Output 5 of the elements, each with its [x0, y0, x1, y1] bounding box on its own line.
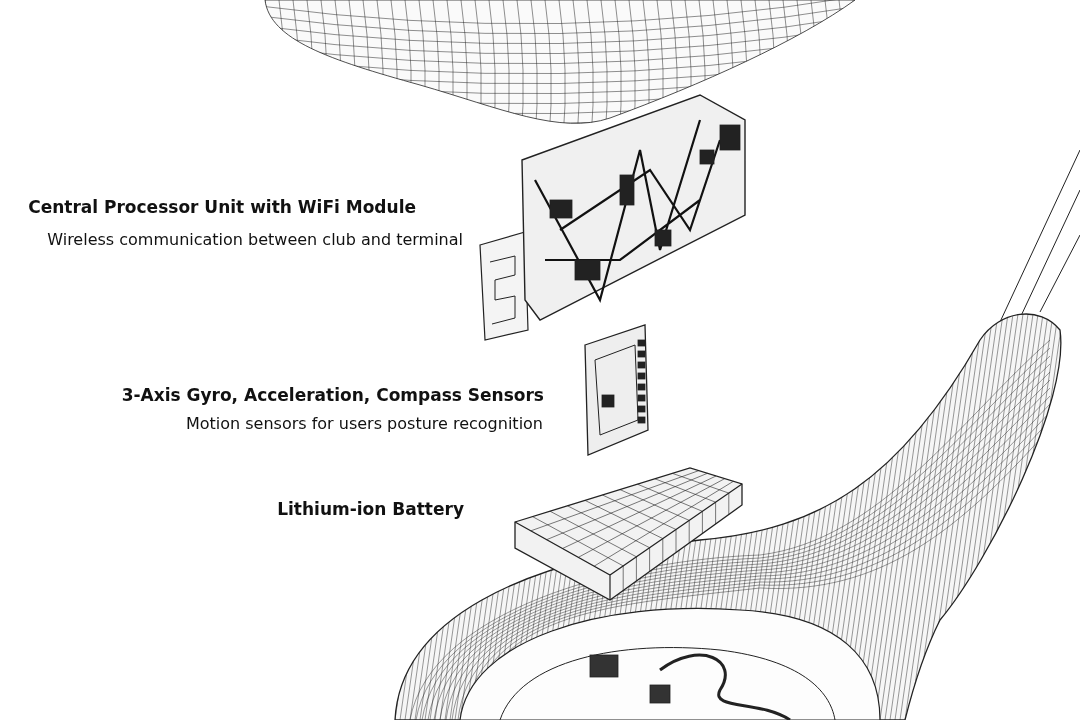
component-title: Central Processor Unit with WiFi Module — [28, 197, 416, 217]
component-title: Lithium-ion Battery — [277, 499, 464, 519]
component-description: Motion sensors for users posture recognition — [185, 414, 543, 433]
component-description: Wireless communication between club and terminal — [47, 230, 463, 249]
component-title: 3-Axis Gyro, Acceleration, Compass Sensors — [121, 385, 544, 405]
